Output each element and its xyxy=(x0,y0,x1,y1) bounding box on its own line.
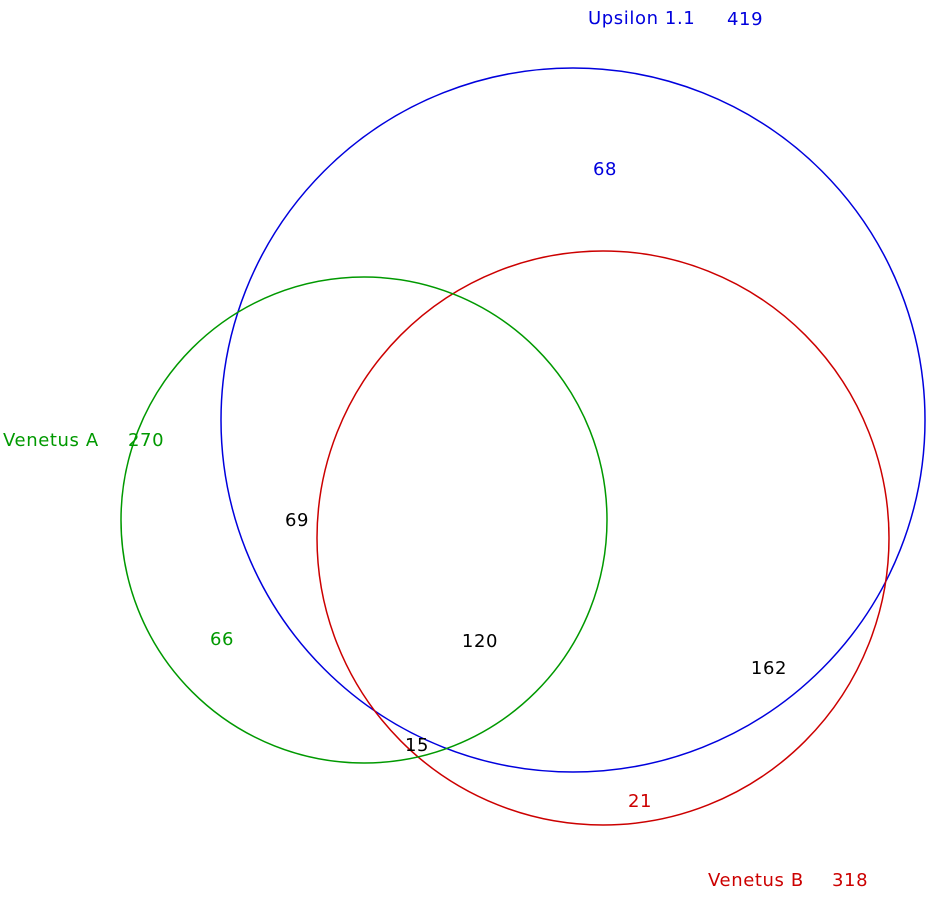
venetus-b-set-name: Venetus B xyxy=(708,870,804,891)
venetus-a-set-total: 270 xyxy=(128,430,164,451)
region-upsilon-only: 68 xyxy=(593,159,617,180)
region-venetus-a-only: 66 xyxy=(210,629,234,650)
region-upsilon-and-venetus-b: 162 xyxy=(751,658,787,679)
upsilon-set-total: 419 xyxy=(727,9,763,30)
venetus-b-ellipse xyxy=(316,250,890,826)
region-venetus-a-and-venetus-b: 15 xyxy=(405,735,429,756)
venetus-b-set-total: 318 xyxy=(832,870,868,891)
region-upsilon-and-venetus-a: 69 xyxy=(285,510,309,531)
venetus-a-circle xyxy=(120,276,608,764)
venetus-a-set-name: Venetus A xyxy=(3,430,99,451)
region-venetus-b-only: 21 xyxy=(628,791,652,812)
upsilon-circle xyxy=(220,67,926,773)
upsilon-set-name: Upsilon 1.1 xyxy=(588,8,695,29)
region-all-three: 120 xyxy=(462,631,498,652)
